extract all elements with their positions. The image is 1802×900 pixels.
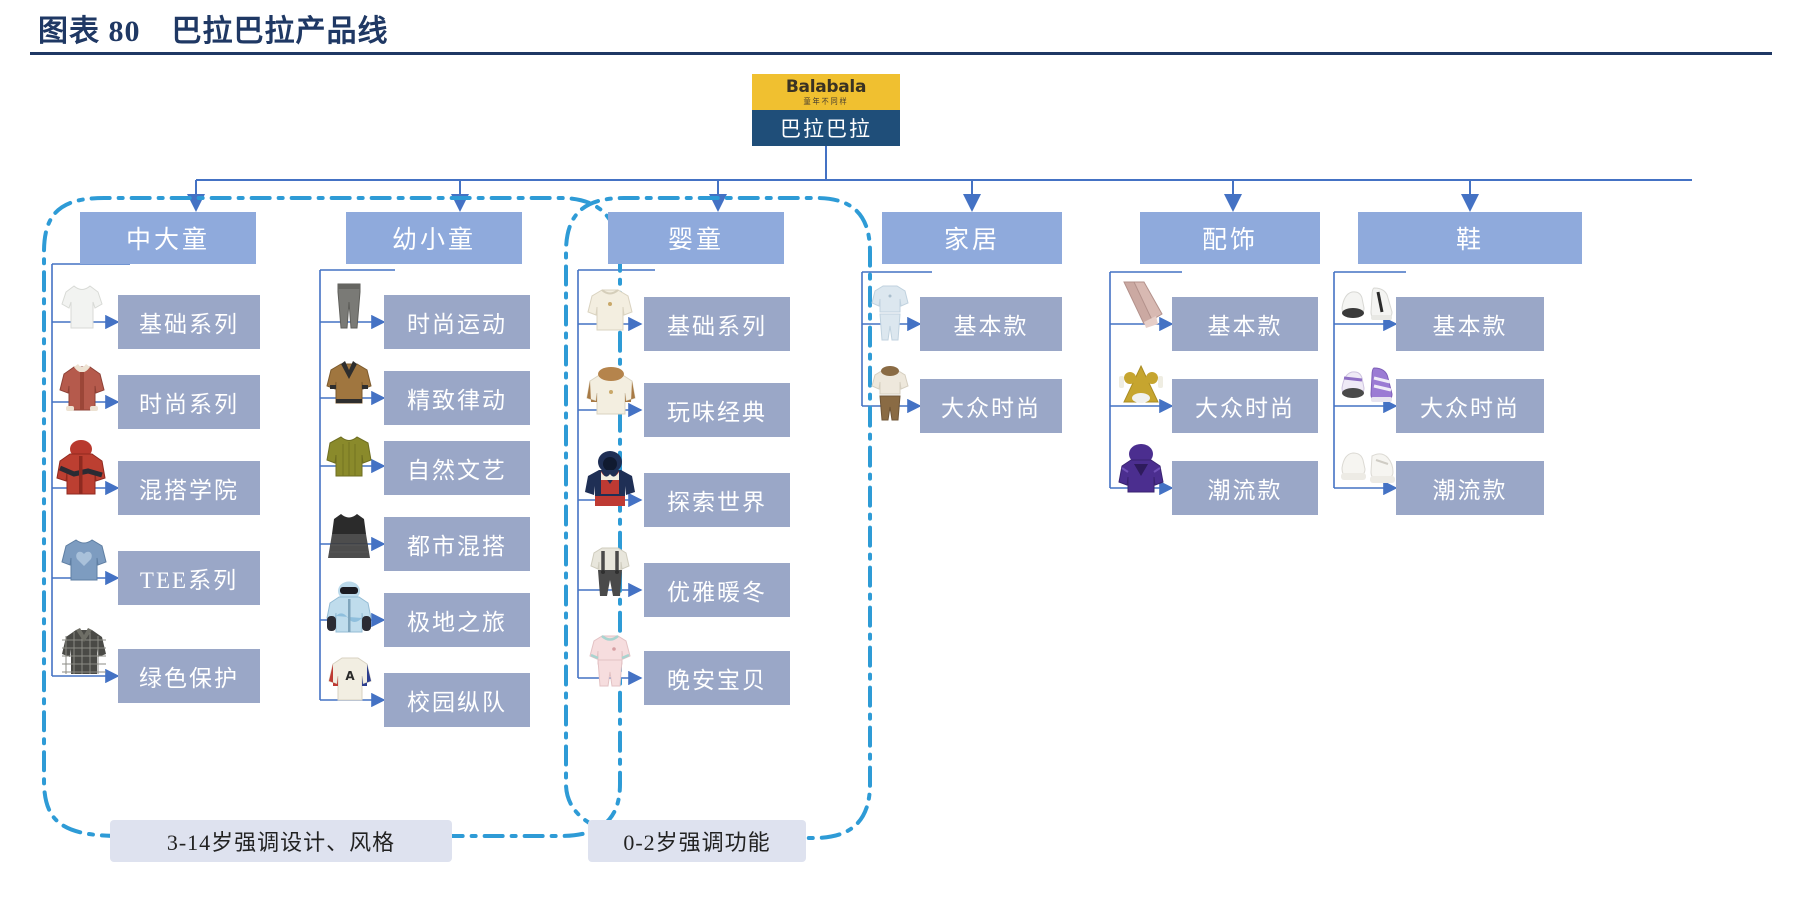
brand-name-box: 巴拉巴拉 — [752, 110, 900, 146]
leaf-yingtong-jichuxilie[interactable]: 基础系列 — [644, 297, 790, 351]
yellow-bear-hat-icon — [1114, 362, 1168, 414]
column-head-zhongdatong[interactable]: 中大童 — [80, 212, 256, 264]
leaf-jiaju-jibenkuan[interactable]: 基本款 — [920, 297, 1062, 351]
red-hooded-coat-icon — [54, 438, 108, 500]
brand-logo-cn-text: 童年不同样 — [803, 96, 849, 106]
grey-pants-icon — [328, 280, 370, 332]
pink-romper-icon — [586, 628, 634, 690]
leaf-youyanuandong[interactable]: 优雅暖冬 — [644, 563, 790, 617]
leaf-peishi-dazhongshishang[interactable]: 大众时尚 — [1172, 379, 1318, 433]
caption-design-style: 3-14岁强调设计、风格 — [110, 820, 452, 862]
leaf-xie-dazhongshishang[interactable]: 大众时尚 — [1396, 379, 1544, 433]
leaf-wananbaobei[interactable]: 晚安宝贝 — [644, 651, 790, 705]
blue-ski-jacket-icon — [324, 580, 374, 636]
white-tee-icon — [58, 278, 106, 334]
leaf-jidizhilv[interactable]: 极地之旅 — [384, 593, 530, 647]
leaf-tee-xilie[interactable]: TEE系列 — [118, 551, 260, 605]
leaf-jichuxilie[interactable]: 基础系列 — [118, 295, 260, 349]
svg-text:A: A — [345, 669, 355, 683]
leaf-shishangxilie[interactable]: 时尚系列 — [118, 375, 260, 429]
leaf-wanweijingdian[interactable]: 玩味经典 — [644, 383, 790, 437]
olive-sweater-icon — [324, 430, 374, 480]
pink-scarf-icon — [1116, 278, 1166, 330]
title-divider — [30, 52, 1772, 55]
blue-sweatshirt-icon — [58, 532, 110, 586]
column-head-peishi[interactable]: 配饰 — [1140, 212, 1320, 264]
brand-root-node: Balabala 童年不同样 巴拉巴拉 — [752, 74, 900, 146]
plaid-shirt-icon — [58, 622, 110, 680]
column-head-youxiaotong[interactable]: 幼小童 — [346, 212, 522, 264]
column-head-xie[interactable]: 鞋 — [1358, 212, 1582, 264]
leaf-xiaoyuanzongdui[interactable]: 校园纵队 — [384, 673, 530, 727]
leaf-xie-jibenkuan[interactable]: 基本款 — [1396, 297, 1544, 351]
purple-hooded-top-icon — [1116, 442, 1166, 496]
blue-pajama-set-icon — [868, 280, 912, 344]
overall-romper-icon — [586, 542, 634, 600]
cream-baby-coat-icon — [584, 282, 636, 334]
leaf-peishi-jibenkuan[interactable]: 基本款 — [1172, 297, 1318, 351]
varsity-sweater-icon: A — [324, 650, 376, 704]
column-head-jiaju[interactable]: 家居 — [882, 212, 1062, 264]
leaf-dushihunda[interactable]: 都市混搭 — [384, 517, 530, 571]
white-chunky-sneakers-icon — [1338, 444, 1398, 488]
purple-sneakers-icon — [1338, 362, 1398, 408]
white-sneakers-icon — [1338, 282, 1398, 326]
leaf-lvsebaohu[interactable]: 绿色保护 — [118, 649, 260, 703]
black-dress-icon — [324, 508, 374, 562]
leaf-shishangyundong[interactable]: 时尚运动 — [384, 295, 530, 349]
leaf-xie-chaoliukuan[interactable]: 潮流款 — [1396, 461, 1544, 515]
navy-red-snowsuit-icon — [582, 450, 638, 508]
leaf-hundaxueyuan[interactable]: 混搭学院 — [118, 461, 260, 515]
leaf-jingzhilvdong[interactable]: 精致律动 — [384, 371, 530, 425]
column-head-yingtong[interactable]: 婴童 — [608, 212, 784, 264]
chart-title-bar: 图表 80 巴拉巴拉产品线 — [0, 0, 1802, 62]
leaf-zirnwenyi[interactable]: 自然文艺 — [384, 441, 530, 495]
brown-pajama-set-icon — [868, 362, 912, 424]
page-title: 图表 80 巴拉巴拉产品线 — [38, 15, 389, 48]
leaf-tansuoshijie[interactable]: 探索世界 — [644, 473, 790, 527]
brand-logo-en-text: Balabala — [785, 76, 867, 97]
leaf-peishi-chaoliukuan[interactable]: 潮流款 — [1172, 461, 1318, 515]
brown-cardigan-icon — [324, 356, 374, 408]
red-jacket-icon — [56, 358, 108, 416]
caption-function: 0-2岁强调功能 — [588, 820, 806, 862]
cream-fur-coat-icon — [584, 362, 638, 418]
leaf-jiaju-dazhongshishang[interactable]: 大众时尚 — [920, 379, 1062, 433]
balabala-logo: Balabala 童年不同样 — [752, 74, 900, 110]
